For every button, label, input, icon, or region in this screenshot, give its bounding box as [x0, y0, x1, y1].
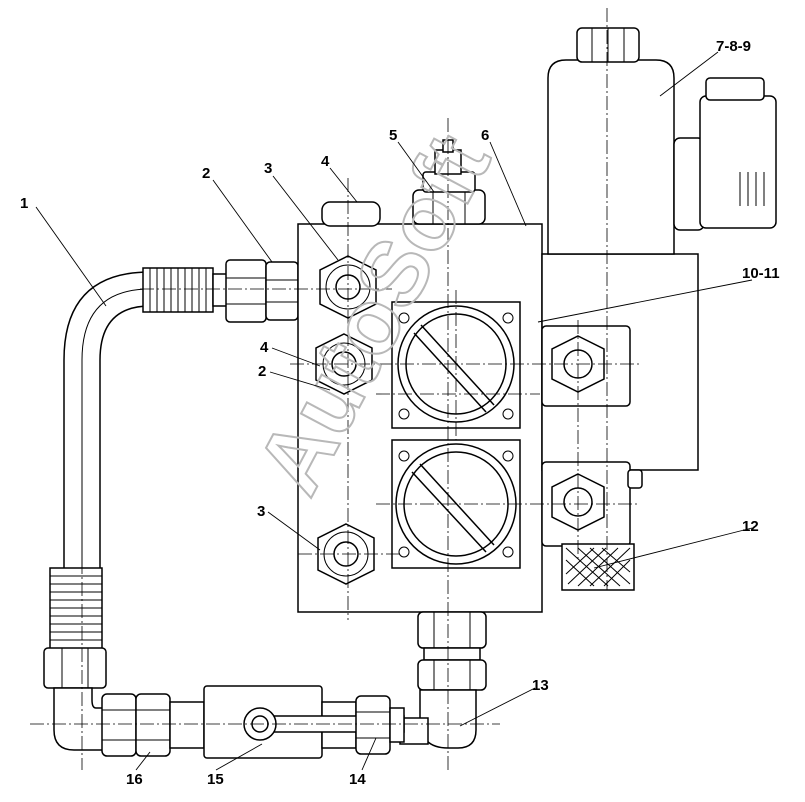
- callout-3-upper: 3: [264, 160, 272, 177]
- leader-lines: [35, 51, 753, 771]
- bottom-fitting: [417, 611, 487, 691]
- nut-16: [101, 693, 171, 757]
- callout-3-lower: 3: [257, 503, 265, 520]
- callout-1: 1: [20, 195, 28, 212]
- callout-16: 16: [126, 771, 143, 788]
- callout-10-11: 10-11: [742, 265, 780, 282]
- callout-4-side: 4: [260, 339, 269, 356]
- callout-14: 14: [349, 771, 366, 788]
- callout-12: 12: [742, 518, 759, 535]
- elbow-13: [399, 689, 477, 749]
- fitting-nut-upper-2: [225, 259, 299, 323]
- elbow-lower-left: [53, 687, 105, 751]
- callout-13: 13: [532, 677, 549, 694]
- filter-12: [561, 543, 635, 591]
- hose-1: [49, 267, 228, 651]
- callout-2-side: 2: [258, 363, 266, 380]
- callout-7-8-9: 7-8-9: [716, 38, 751, 55]
- callout-5: 5: [389, 127, 397, 144]
- callout-6: 6: [481, 127, 489, 144]
- nut-14: [355, 695, 405, 755]
- center-lines: [30, 8, 640, 770]
- plug-4-top: [321, 201, 381, 227]
- solenoid-7-8-9: [547, 27, 777, 255]
- callout-labels: 1 2 3 4 5 6 7-8-9 10-11 4 2 3 12 13 14 1…: [20, 38, 780, 788]
- callout-2-upper: 2: [202, 165, 210, 182]
- callout-15: 15: [207, 771, 224, 788]
- fitting-nut-lower: [43, 647, 107, 689]
- callout-4-top: 4: [321, 153, 330, 170]
